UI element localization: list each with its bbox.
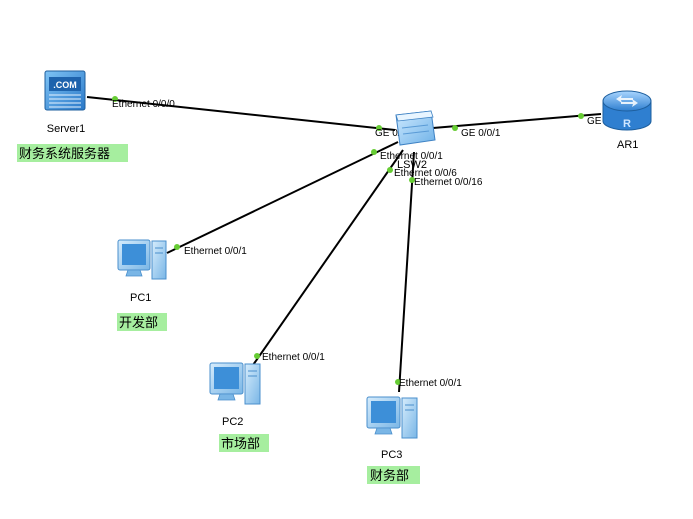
port-dot [409,177,415,183]
dept-tag-server1: 财务系统服务器 [17,144,128,162]
dept-label: 市场部 [221,436,260,452]
router-icon: R [602,90,652,131]
pc-icon [209,362,261,405]
link-lsw2-pc2[interactable] [252,149,404,366]
device-label: Server1 [47,123,86,135]
link-lsw2-ar1[interactable] [432,113,602,129]
device-label: PC1 [130,292,151,304]
pc-icon [366,396,418,439]
port-label-lsw2-eth1: Ethernet 0/0/1 [380,151,443,162]
svg-text:R: R [623,118,631,130]
port-dot [376,125,382,131]
device-label: PC3 [381,449,402,461]
port-dot [254,353,260,359]
port-dot [578,113,584,119]
device-label: LSW2 [397,159,427,171]
dept-tag-pc3: 财务部 [367,466,420,484]
port-label-lsw2-ge1: GE 0/0/1 [461,128,501,139]
device-label: PC2 [222,416,243,428]
link-server1-lsw2[interactable] [86,96,396,131]
svg-text:.COM: .COM [53,80,77,90]
port-dot [371,149,377,155]
device-ar1[interactable]: R AR1 [602,90,652,151]
links [86,96,602,393]
dept-tag-pc2: 市场部 [219,434,269,452]
port-dot [112,96,118,102]
port-dot [387,167,393,173]
port-labels: Ethernet 0/0/0 GE 0/0/2 GE 0/0/1 GE 0/0/… [112,99,627,389]
device-lsw2[interactable]: LSW2 [395,110,436,171]
port-dot [174,244,180,250]
device-pc1[interactable]: PC1 [117,239,167,304]
switch-icon [395,110,436,146]
link-lsw2-pc1[interactable] [166,141,399,254]
server-icon: .COM [44,70,86,111]
link-lsw2-pc3[interactable] [398,151,415,393]
dept-label: 财务部 [370,468,409,484]
port-label-pc2: Ethernet 0/0/1 [262,352,325,363]
device-label: AR1 [617,139,638,151]
device-server1[interactable]: .COM Server1 [44,70,86,135]
dept-label: 开发部 [119,315,158,331]
device-pc3[interactable]: PC3 [366,396,418,461]
port-label-server1: Ethernet 0/0/0 [112,99,175,110]
port-label-lsw2-eth6: Ethernet 0/0/6 [394,168,457,179]
port-label-pc3: Ethernet 0/0/1 [399,378,462,389]
port-dots [112,96,584,385]
port-label-lsw2-eth16: Ethernet 0/0/16 [414,177,483,188]
dept-label: 财务系统服务器 [19,146,110,162]
dept-tag-pc1: 开发部 [117,313,167,331]
pc-icon [117,239,167,280]
port-dot [395,379,401,385]
port-dot [452,125,458,131]
port-label-lsw2-ge2: GE 0/0/2 [375,128,415,139]
port-label-pc1: Ethernet 0/0/1 [184,246,247,257]
device-pc2[interactable]: PC2 [209,362,261,428]
